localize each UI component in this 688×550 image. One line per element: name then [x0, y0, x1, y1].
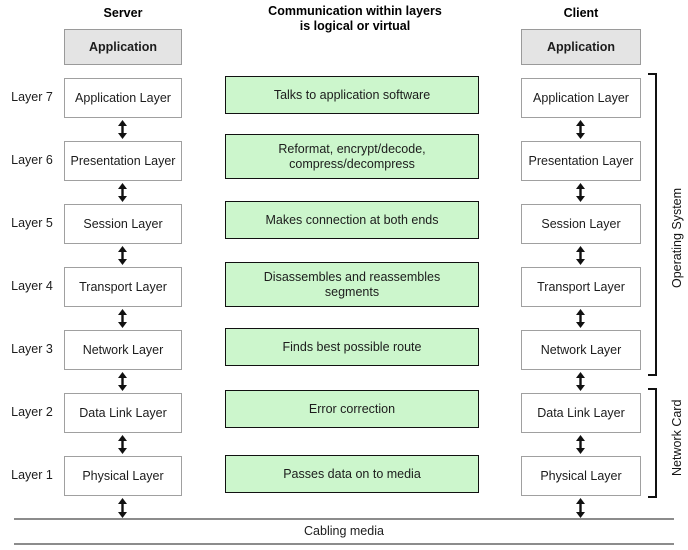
right-connector-arrow-3 — [575, 372, 586, 391]
function-text-line-1: Finds best possible route — [282, 339, 422, 354]
left-connector-arrow-6 — [117, 183, 128, 202]
function-text-line-1: Talks to application software — [273, 87, 431, 102]
layer-index-3: Layer 3 — [11, 342, 53, 356]
function-text-line-1: Disassembles and reassembles — [263, 269, 441, 284]
right-connector-arrow-1 — [575, 498, 586, 518]
function-box-layer-2: Error correction — [225, 390, 479, 428]
function-text-line-1: Passes data on to media — [283, 466, 421, 481]
client-layer-box-2: Data Link Layer — [521, 393, 641, 433]
function-box-layer-5: Makes connection at both ends — [225, 201, 479, 239]
left-connector-arrow-1 — [117, 498, 128, 518]
client-layer-box-6: Presentation Layer — [521, 141, 641, 181]
right-connector-arrow-5 — [575, 246, 586, 265]
column-heading-center: Communication within layers is logical o… — [205, 4, 505, 34]
client-layer-box-7: Application Layer — [521, 78, 641, 118]
right-connector-arrow-7 — [575, 120, 586, 139]
right-connector-arrow-2 — [575, 435, 586, 454]
center-heading-line-1: Communication within layers — [268, 4, 442, 18]
column-heading-client: Client — [563, 6, 599, 20]
server-layer-box-7: Application Layer — [64, 78, 182, 118]
layer-index-2: Layer 2 — [11, 405, 53, 419]
client-layer-box-4: Transport Layer — [521, 267, 641, 307]
server-application-box: Application — [64, 29, 182, 65]
layer-index-1: Layer 1 — [11, 468, 53, 482]
layer-index-6: Layer 6 — [11, 153, 53, 167]
network-card-label: Network Card — [670, 399, 684, 476]
cabling-line-top — [14, 518, 674, 520]
right-connector-arrow-4 — [575, 309, 586, 328]
server-layer-box-4: Transport Layer — [64, 267, 182, 307]
cabling-line-bottom — [14, 543, 674, 545]
operating-system-label: Operating System — [670, 187, 684, 288]
client-application-box: Application — [521, 29, 641, 65]
operating-system-brace — [648, 73, 657, 376]
server-layer-box-5: Session Layer — [64, 204, 182, 244]
function-text-line-2: segments — [324, 284, 380, 299]
layer-index-7: Layer 7 — [11, 90, 53, 104]
left-connector-arrow-5 — [117, 246, 128, 265]
cabling-media-label: Cabling media — [304, 524, 384, 538]
left-connector-arrow-2 — [117, 435, 128, 454]
server-layer-box-1: Physical Layer — [64, 456, 182, 496]
function-box-layer-6: Reformat, encrypt/decode,compress/decomp… — [225, 134, 479, 179]
function-box-layer-7: Talks to application software — [225, 76, 479, 114]
client-layer-box-5: Session Layer — [521, 204, 641, 244]
function-text-line-1: Error correction — [308, 401, 396, 416]
client-layer-box-3: Network Layer — [521, 330, 641, 370]
function-box-layer-1: Passes data on to media — [225, 455, 479, 493]
function-text-line-1: Makes connection at both ends — [265, 212, 439, 227]
network-card-brace — [648, 388, 657, 498]
function-text-line-2: compress/decompress — [289, 156, 415, 171]
server-layer-box-3: Network Layer — [64, 330, 182, 370]
left-connector-arrow-7 — [117, 120, 128, 139]
function-box-layer-3: Finds best possible route — [225, 328, 479, 366]
layer-index-5: Layer 5 — [11, 216, 53, 230]
center-heading-line-2: is logical or virtual — [299, 19, 411, 33]
left-connector-arrow-3 — [117, 372, 128, 391]
left-connector-arrow-4 — [117, 309, 128, 328]
server-layer-box-2: Data Link Layer — [64, 393, 182, 433]
server-layer-box-6: Presentation Layer — [64, 141, 182, 181]
layer-index-4: Layer 4 — [11, 279, 53, 293]
column-heading-server: Server — [103, 6, 143, 20]
right-connector-arrow-6 — [575, 183, 586, 202]
function-text-line-1: Reformat, encrypt/decode, — [278, 141, 426, 156]
client-layer-box-1: Physical Layer — [521, 456, 641, 496]
